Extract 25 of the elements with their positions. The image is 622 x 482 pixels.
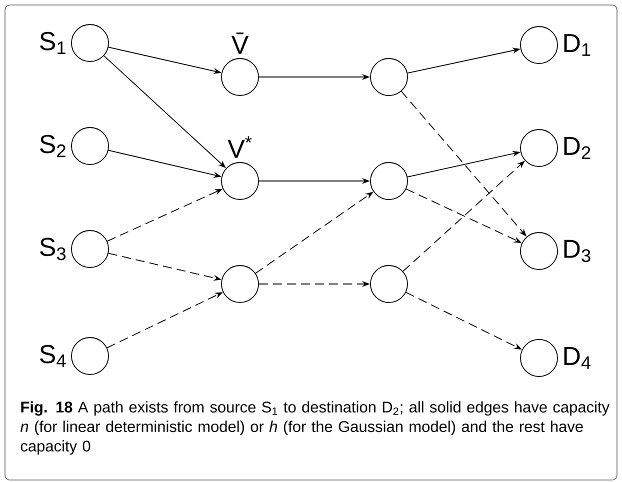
circle [520, 26, 558, 64]
circle [520, 339, 558, 377]
node-label: S$_{3}$ [40, 238, 66, 260]
circle [71, 127, 109, 165]
circle [370, 162, 408, 200]
node-label: V̄ [231, 32, 249, 54]
node-label: S$_{4}$ [40, 344, 66, 368]
node-label: D$_{3}$ [564, 240, 590, 262]
node-label: S$_{2}$ [40, 134, 66, 158]
node-label: S$_{1}$ [40, 32, 66, 54]
circle [520, 129, 558, 167]
circle [71, 337, 109, 375]
circle [221, 58, 259, 96]
circle [221, 162, 259, 200]
node-label: V$^{*}$ [228, 136, 252, 158]
circle [71, 24, 109, 62]
node-label: D$_{2}$ [564, 136, 590, 159]
caption: Fig. 18 A path exists from source S$_{1}$ to destination D$_{2}$; all solid edges have capacity n (for linear deterministic model) or h (for the Gaussian model) and the rest have capacity 0 [20, 401, 610, 455]
circle [520, 232, 558, 270]
circle [221, 265, 259, 303]
circle [370, 58, 408, 96]
circle [370, 265, 408, 303]
node-label: D$_{1}$ [564, 34, 590, 56]
node-label: D$_{4}$ [564, 347, 591, 369]
circle [71, 230, 109, 268]
